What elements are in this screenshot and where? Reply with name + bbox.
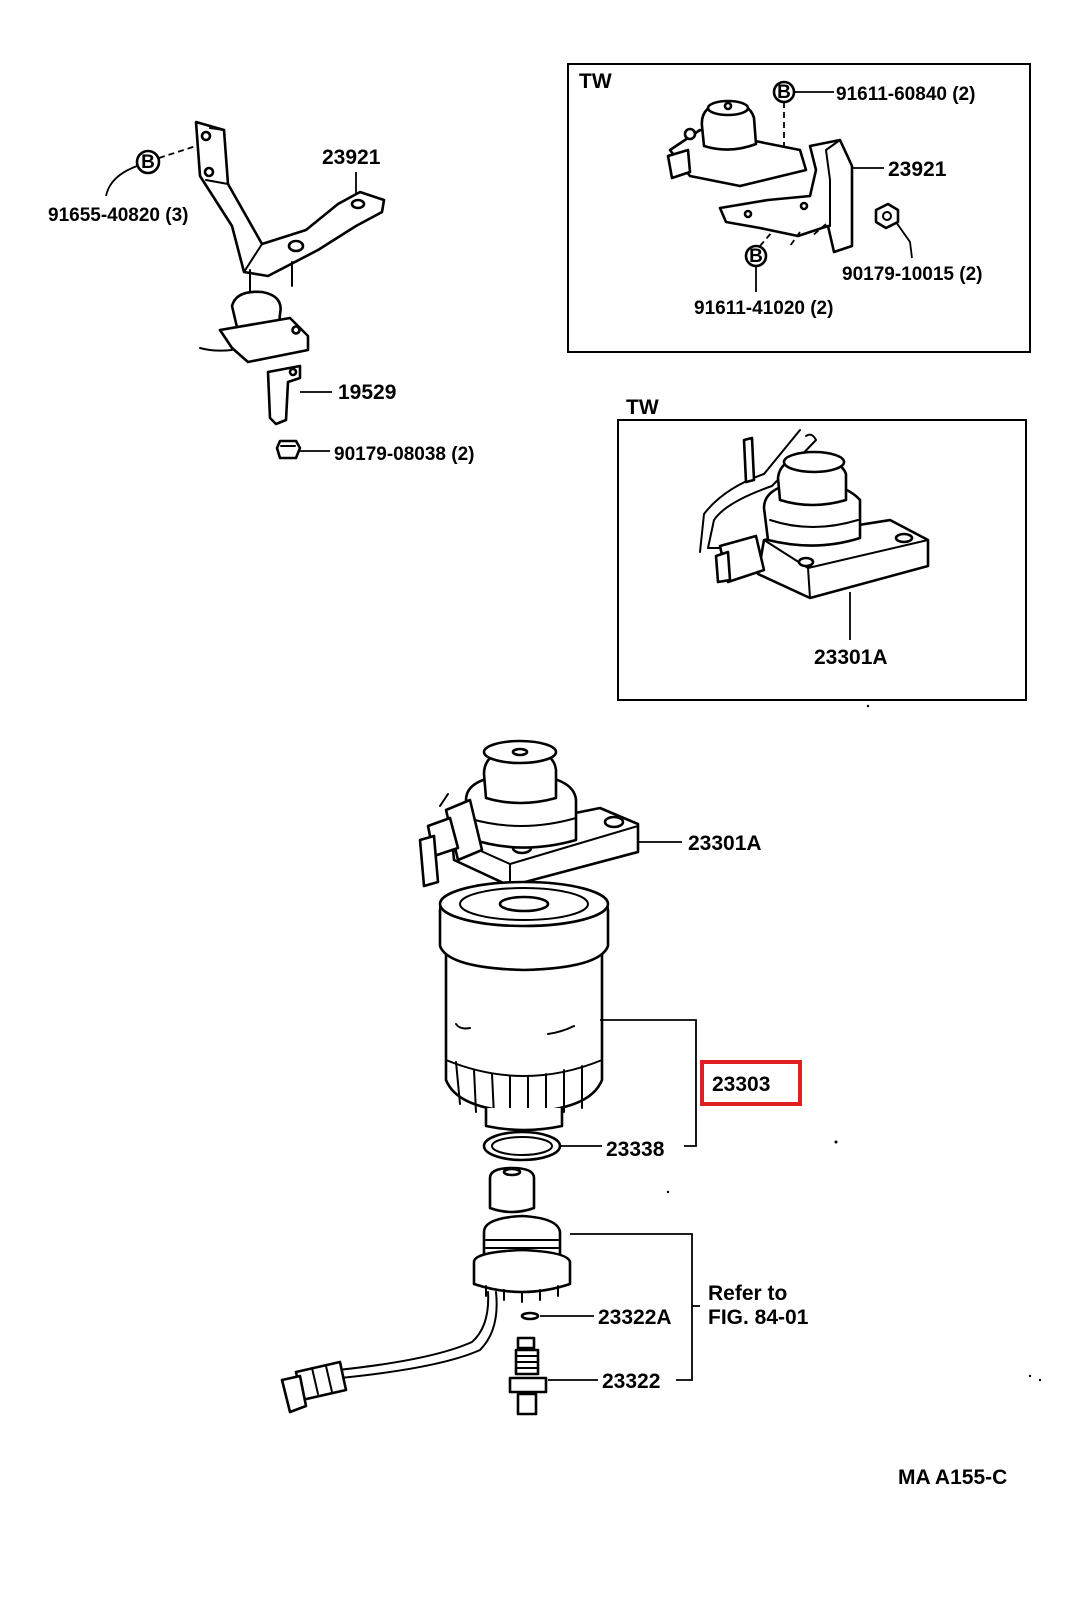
- label-23322: 23322: [602, 1370, 660, 1393]
- label-19529: 19529: [338, 381, 396, 404]
- main-assembly: 23301A 23303 23338 23322A 23322 Refer to…: [280, 739, 809, 1416]
- pump-23301A-drawing: [418, 739, 640, 888]
- inset-top-bracket-drawing: [718, 138, 854, 254]
- bolt-symbol-letter: B: [141, 152, 155, 173]
- oring-23322A-drawing: [520, 1311, 540, 1321]
- label-91611-60840: 91611-60840 (2): [836, 84, 975, 105]
- inset-top-pump-drawing: [666, 99, 808, 188]
- label-23303: 23303: [712, 1073, 770, 1096]
- inset-top-bolt-lower-letter: B: [749, 246, 763, 267]
- label-23322A: 23322A: [598, 1306, 672, 1329]
- refer-to-line2: FIG. 84-01: [708, 1306, 809, 1329]
- nut-90179-08038-drawing: [275, 439, 302, 460]
- highlight-23303: [700, 1060, 802, 1106]
- inset-top-tag: TW: [579, 70, 612, 93]
- refer-to-line1: Refer to: [708, 1282, 787, 1305]
- inset-middle-pump-drawing: [699, 429, 930, 600]
- scan-specks: [666, 704, 1042, 1382]
- inset-top-bolt-upper-letter: B: [777, 82, 791, 103]
- inset-middle-tag: TW: [626, 396, 659, 419]
- mount-drawing: [199, 290, 310, 364]
- inset-middle: TW 23301A: [617, 396, 1027, 701]
- sensor-body-drawing: [280, 1166, 572, 1414]
- label-90179-10015: 90179-10015 (2): [842, 264, 983, 285]
- filter-23303-drawing: [438, 880, 610, 1132]
- label-23921-inset: 23921: [888, 158, 947, 181]
- inset-top-bolt-upper: B: [772, 80, 796, 104]
- diagram-code: MA A155-C: [898, 1466, 1007, 1489]
- bracket-group: B 91655-40820 (3) 23921 19529 90179-0803…: [48, 120, 475, 465]
- sensor-23322-drawing: [508, 1336, 548, 1416]
- inset-top-bolt-lower: B: [744, 244, 768, 268]
- label-91655-40820: 91655-40820 (3): [48, 205, 189, 226]
- label-23921-left: 23921: [322, 146, 381, 169]
- inset-top-frame: [567, 63, 1031, 353]
- label-23301A-inset: 23301A: [814, 646, 888, 669]
- inset-top: TW B B: [567, 63, 1031, 353]
- label-23338: 23338: [606, 1138, 665, 1161]
- label-90179-08038: 90179-08038 (2): [334, 444, 475, 465]
- bolt-symbol: B: [135, 149, 161, 175]
- gasket-23338-drawing: [482, 1130, 562, 1162]
- inset-middle-frame: [617, 419, 1027, 701]
- clamp-19529-drawing: [266, 364, 302, 426]
- label-23301A-main: 23301A: [688, 832, 762, 855]
- inset-top-nut-drawing: [874, 202, 900, 230]
- label-91611-41020: 91611-41020 (2): [694, 298, 833, 319]
